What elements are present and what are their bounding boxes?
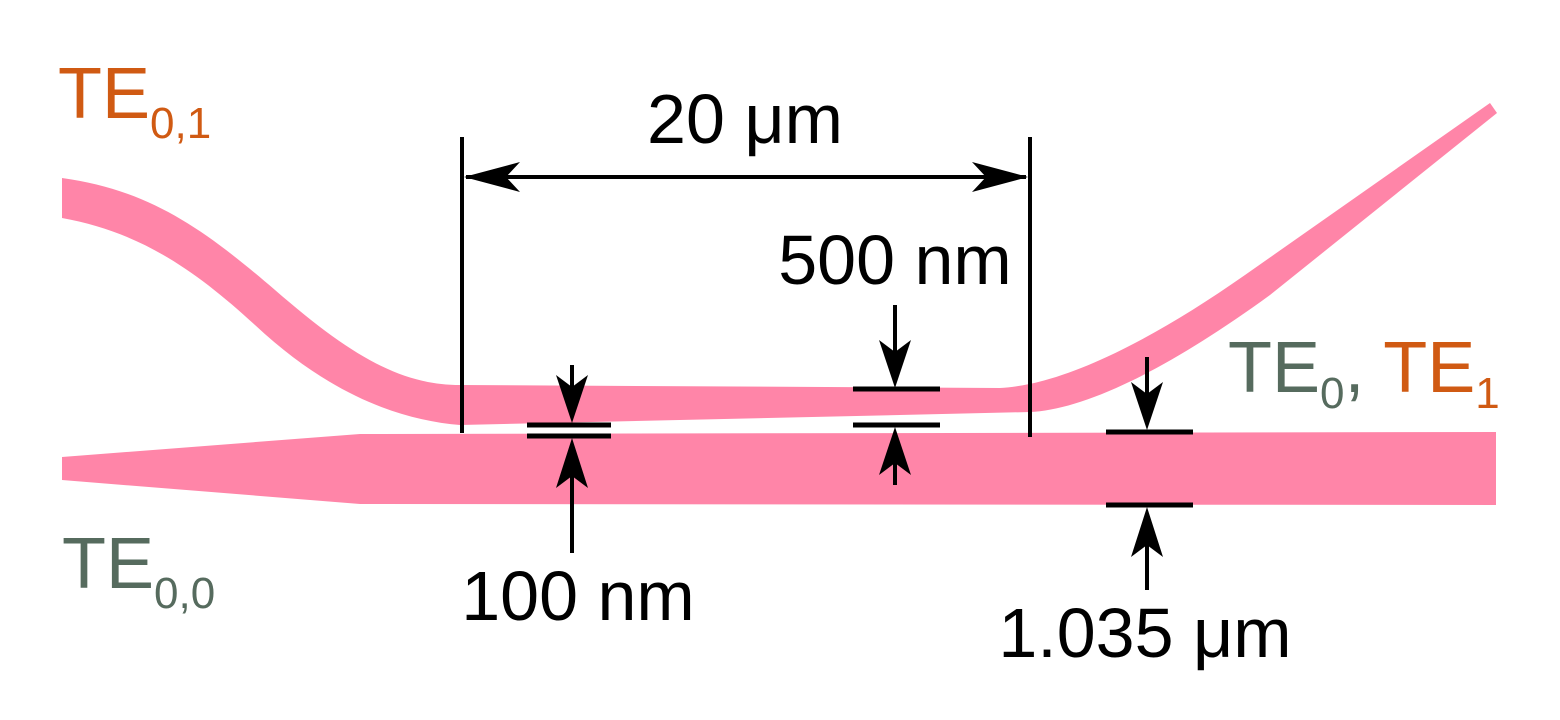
upper-bent-waveguide <box>62 103 1497 425</box>
lower-tapered-waveguide <box>62 432 1496 505</box>
gap-dimension <box>527 365 611 553</box>
top-port-mode-base: TE <box>58 54 150 134</box>
bottom-port-mode-base: TE <box>62 524 154 604</box>
output-mode-b-base: TE <box>1383 328 1475 408</box>
gap-arrowhead-up <box>556 438 588 488</box>
lower-width-arrowhead-down <box>1131 382 1163 430</box>
output-mode-a-base: TE <box>1228 328 1320 408</box>
output-mode-a-sub: 0 <box>1320 369 1344 418</box>
bottom-port-mode-label: TE0,0 <box>62 524 215 618</box>
gap-arrowhead-down <box>556 375 588 423</box>
bottom-port-mode-sub: 0,0 <box>154 569 215 618</box>
lower-width-arrowhead-up <box>1131 507 1163 557</box>
coupling-length-label: 20 μm <box>647 80 843 158</box>
lower-width-dimension <box>1106 357 1193 590</box>
arrowhead-left <box>464 162 520 192</box>
upper-width-label: 500 nm <box>778 221 1011 299</box>
lower-width-label: 1.035 μm <box>998 594 1291 672</box>
gap-label: 100 nm <box>461 557 694 635</box>
output-mode-separator: , <box>1345 328 1384 408</box>
output-mode-b-sub: 1 <box>1475 369 1499 418</box>
upper-width-dimension <box>853 305 940 485</box>
coupling-length-dimension <box>460 137 1032 437</box>
top-port-mode-sub: 0,1 <box>150 99 211 148</box>
top-port-mode-label: TE0,1 <box>58 54 211 148</box>
arrowhead-right <box>972 162 1028 192</box>
upper-width-arrowhead-down <box>879 340 911 388</box>
output-modes-label: TE0, TE1 <box>1228 328 1500 418</box>
upper-width-arrowhead-up <box>879 427 911 475</box>
